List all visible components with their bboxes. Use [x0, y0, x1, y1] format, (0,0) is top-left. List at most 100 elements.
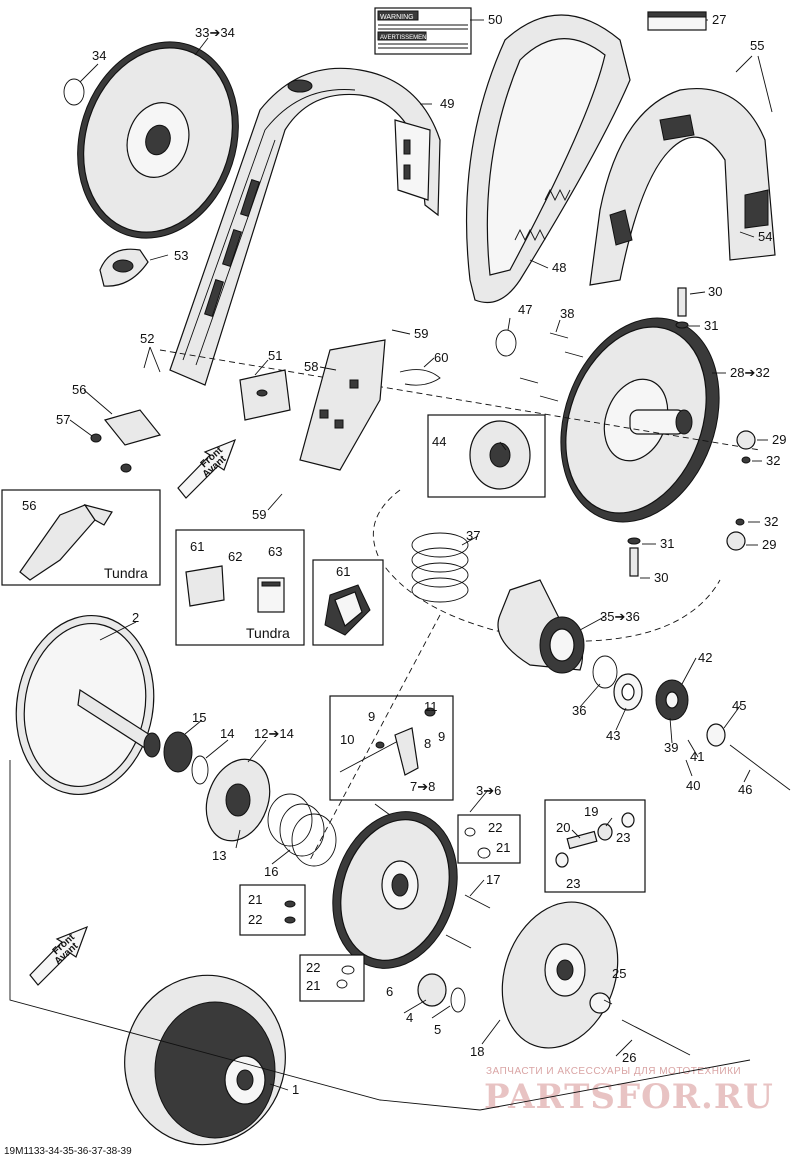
bearing-15 [163, 731, 193, 773]
front-arrow-bottom: Front Avant [29, 925, 89, 986]
belt-guard-49 [169, 67, 441, 386]
callout-14: 14 [220, 726, 234, 741]
callout-51: 51 [268, 348, 282, 363]
callout-41: 41 [690, 749, 704, 764]
tundra-bracket-box: Tundra [1, 489, 161, 586]
callout-13: 13 [212, 848, 226, 863]
callout-6: 6 [386, 984, 393, 999]
callout-34: 34 [92, 48, 106, 63]
lever-kit-box [329, 695, 454, 801]
bushings-box-1 [457, 814, 521, 864]
watermark-brand: PARTSFOR.RU [484, 1077, 774, 1117]
callout-50: 50 [488, 12, 502, 27]
callout-9-right: 9 [438, 729, 445, 744]
axis-line [159, 349, 761, 451]
callout-47: 47 [518, 302, 532, 317]
callout-23-left: 23 [566, 876, 580, 891]
bracket-51 [239, 369, 291, 421]
callout-44: 44 [432, 434, 446, 449]
bolts-38 [519, 332, 584, 402]
callout-2: 2 [132, 610, 139, 625]
callout-54: 54 [758, 229, 772, 244]
bolt-46 [729, 744, 791, 791]
callout-55: 55 [750, 38, 764, 53]
callout-61-left: 61 [190, 539, 204, 554]
callout-7-8: 7➔8 [410, 779, 435, 794]
callout-45: 45 [732, 698, 746, 713]
callout-43: 43 [606, 728, 620, 743]
callout-48: 48 [552, 260, 566, 275]
callout-8: 8 [424, 736, 431, 751]
clip-60 [399, 369, 441, 386]
callout-28-32: 28➔32 [730, 365, 770, 380]
bracket-56 [90, 409, 162, 473]
watermark-tagline: ЗАПЧАСТИ И АКСЕССУАРЫ ДЛЯ МОТОТЕХНИКИ [486, 1066, 741, 1077]
washer-45 [706, 723, 726, 747]
callout-31-top: 31 [704, 318, 718, 333]
leader-lines [69, 19, 773, 1091]
drive-belt-48 [465, 14, 631, 304]
callout-22-box1: 22 [488, 820, 502, 835]
bolt-26 [621, 1019, 691, 1056]
roller-kit-box [544, 799, 646, 893]
callout-17: 17 [486, 872, 500, 887]
callout-57: 57 [56, 412, 70, 427]
ring-47 [495, 329, 517, 357]
cover-54 [589, 88, 776, 286]
callout-29-bottom: 29 [762, 537, 776, 552]
callout-60: 60 [434, 350, 448, 365]
callout-37: 37 [466, 528, 480, 543]
callout-3-6: 3➔6 [476, 783, 501, 798]
callout-32-bottom: 32 [764, 514, 778, 529]
callout-16: 16 [264, 864, 278, 879]
callout-32-top: 32 [766, 453, 780, 468]
ring-34 [63, 78, 85, 106]
ring-14 [191, 755, 209, 785]
plate-12-14 [205, 758, 271, 842]
callout-40: 40 [686, 778, 700, 793]
tundra-kit-label: Tundra [246, 625, 290, 641]
callout-15: 15 [192, 710, 206, 725]
front-arrow-top: Front Avant [177, 438, 237, 499]
callout-18: 18 [470, 1044, 484, 1059]
spider-39 [655, 679, 689, 721]
reference-code: 19M1133-34-35-36-37-38-39 [4, 1146, 132, 1157]
callout-21-box3: 21 [306, 978, 320, 993]
callout-58: 58 [304, 359, 318, 374]
clip-53 [99, 248, 149, 287]
callout-19: 19 [584, 804, 598, 819]
callout-52: 52 [140, 331, 154, 346]
assembly-contour [372, 489, 721, 642]
warning-label-50: WARNING AVERTISSEMENT [374, 7, 472, 55]
watermark: ЗАПЧАСТИ И АКСЕССУАРЫ ДЛЯ МОТОТЕХНИКИ PA… [484, 1066, 774, 1117]
cam-35-36 [497, 579, 585, 674]
callout-22-box2: 22 [248, 912, 262, 927]
callout-21-box1: 21 [496, 840, 510, 855]
callout-27: 27 [712, 12, 726, 27]
assembly-bracket-line [9, 760, 751, 1111]
cover-18 [501, 901, 619, 1049]
bushing-4 [417, 973, 447, 1007]
callout-25: 25 [612, 966, 626, 981]
callout-42: 42 [698, 650, 712, 665]
callout-39: 39 [664, 740, 678, 755]
callout-36: 36 [572, 703, 586, 718]
spring-16 [267, 793, 337, 867]
callout-53: 53 [174, 248, 188, 263]
ring-36 [592, 655, 618, 689]
callout-63: 63 [268, 544, 282, 559]
callout-49: 49 [440, 96, 454, 111]
drive-pulley-1 [124, 974, 286, 1146]
callout-59-top: 59 [414, 326, 428, 341]
callout-23-right: 23 [616, 830, 630, 845]
tundra-bracket-label: Tundra [104, 565, 148, 581]
hardware-29-32 [627, 287, 756, 577]
callout-29-top: 29 [772, 432, 786, 447]
callout-56-top: 56 [72, 382, 86, 397]
bolts-17 [445, 894, 491, 949]
callout-9-left: 9 [368, 709, 375, 724]
part-61-box [312, 559, 384, 646]
callout-56-bottom: 56 [22, 498, 36, 513]
ring-5 [450, 987, 466, 1013]
